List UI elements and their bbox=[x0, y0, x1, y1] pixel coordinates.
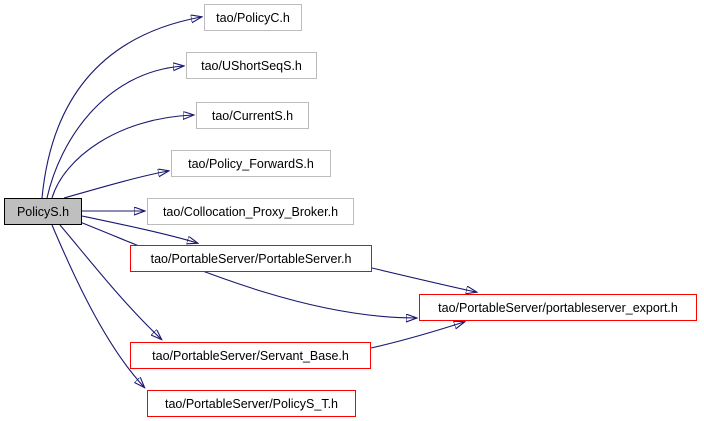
edge-policys-to-ushortseqs bbox=[46, 66, 183, 199]
node-policys-h: PolicyS.h bbox=[4, 198, 82, 225]
edge-portableserver-to-portableserver-export bbox=[371, 267, 476, 292]
edge-policys-to-servant-base bbox=[59, 224, 161, 339]
node-tao-portableserver-servant-base-h[interactable]: tao/PortableServer/Servant_Base.h bbox=[130, 342, 371, 369]
node-tao-currents-h[interactable]: tao/CurrentS.h bbox=[196, 102, 309, 129]
edge-servant-base-to-portableserver-export bbox=[370, 322, 464, 349]
node-tao-collocation-proxy-broker-h[interactable]: tao/Collocation_Proxy_Broker.h bbox=[147, 198, 354, 225]
node-tao-portableserver-portableserver-h[interactable]: tao/PortableServer/PortableServer.h bbox=[130, 245, 372, 272]
edge-policys-to-policyc bbox=[41, 17, 201, 199]
edge-policys-to-policy-forwards bbox=[63, 171, 168, 199]
node-tao-ushortseqs-h[interactable]: tao/UShortSeqS.h bbox=[186, 52, 317, 79]
node-tao-portableserver-portableserver-export-h[interactable]: tao/PortableServer/portableserver_export… bbox=[419, 294, 697, 321]
node-tao-portableserver-policys-t-h[interactable]: tao/PortableServer/PolicyS_T.h bbox=[147, 390, 356, 417]
edge-policys-to-portableserver-export bbox=[79, 221, 416, 318]
edge-policys-to-policys-t bbox=[51, 224, 144, 387]
node-tao-policyc-h[interactable]: tao/PolicyC.h bbox=[204, 4, 302, 31]
node-tao-policy-forwards-h[interactable]: tao/Policy_ForwardS.h bbox=[171, 150, 331, 177]
edge-policys-to-portableserver bbox=[81, 215, 197, 243]
edge-policys-to-currents bbox=[51, 115, 193, 199]
